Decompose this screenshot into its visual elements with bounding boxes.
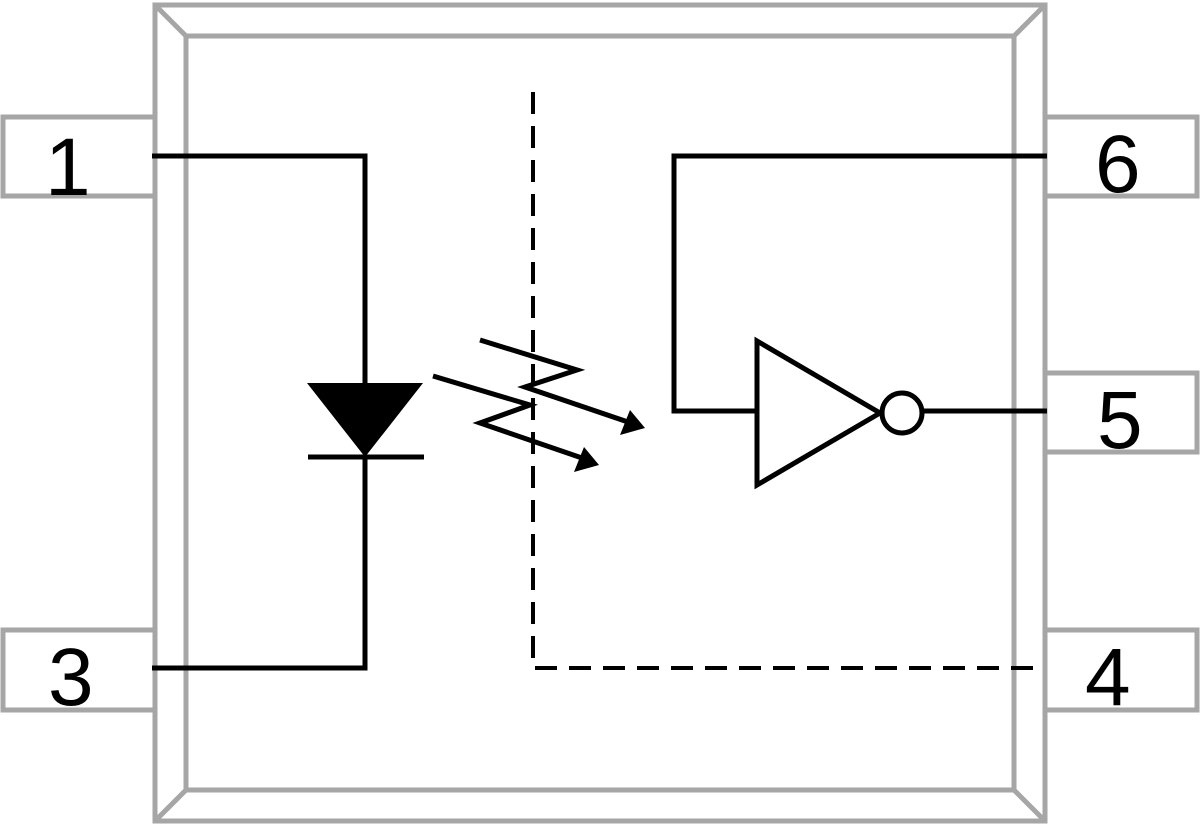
pin-1-label: 1	[45, 122, 91, 213]
led-diode-icon	[307, 383, 423, 457]
detector-circuit	[671, 153, 1047, 490]
pin-3-label: 3	[48, 632, 94, 723]
light-emission-arrows	[432, 337, 629, 461]
pin-4-tab	[1042, 627, 1200, 713]
isolation-barrier	[531, 92, 1045, 670]
pin-4-label: 4	[1085, 632, 1131, 723]
arrowhead-icon	[620, 410, 645, 435]
arrowhead-icon	[574, 447, 599, 472]
led-circuit	[152, 153, 424, 671]
pin-6-label: 6	[1095, 119, 1141, 210]
pin-3-tab	[0, 627, 158, 713]
pin-5-label: 5	[1097, 375, 1143, 466]
inverter-icon	[754, 336, 885, 490]
inverter-bubble	[879, 390, 925, 436]
pin-6-tab	[1042, 114, 1200, 199]
